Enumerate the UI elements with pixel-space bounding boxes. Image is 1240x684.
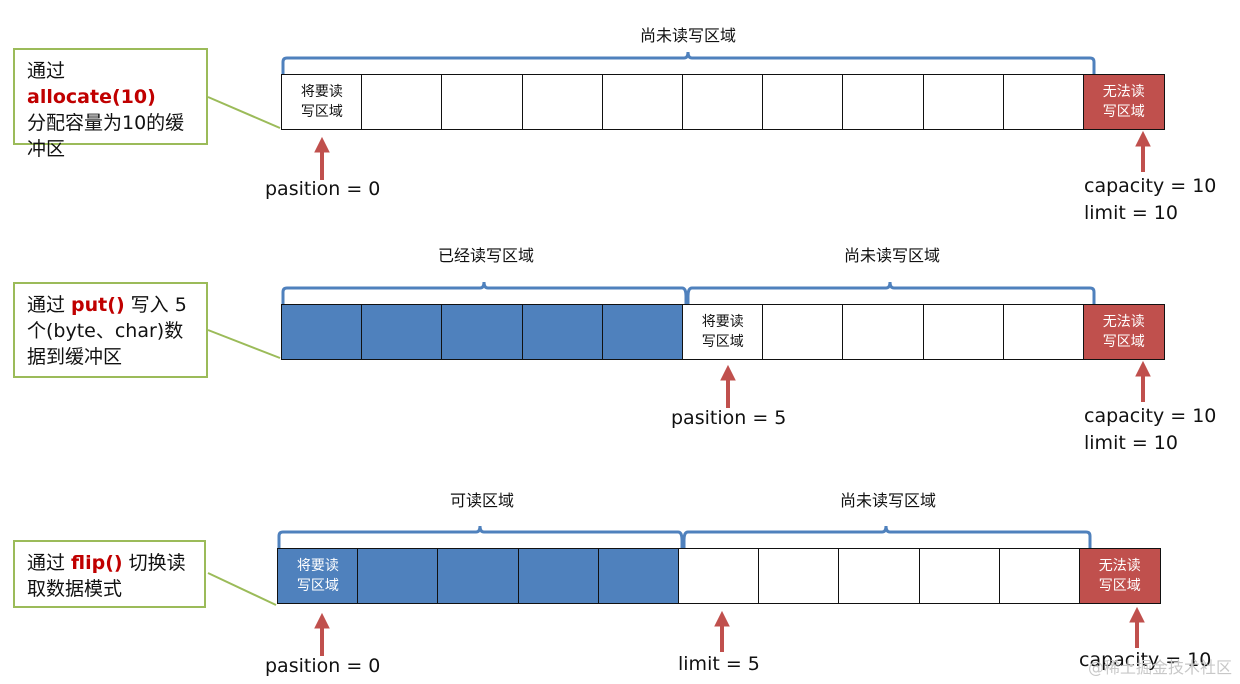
marker-arrow-head	[314, 136, 330, 153]
buffer-row-2: 将要读写区域 无法读写区域	[281, 304, 1165, 360]
buffer-cell: 将要读写区域	[681, 304, 764, 360]
region-brace	[686, 281, 1096, 304]
region-label: 尚未读写区域	[843, 246, 941, 265]
buffer-cell	[762, 74, 844, 130]
region-label: 尚未读写区域	[639, 26, 737, 45]
note-suffix: 写入 5个(byte、char)数据到缓冲区	[27, 294, 187, 368]
buffer-cell	[357, 548, 439, 604]
buffer-cell	[758, 548, 840, 604]
position-marker-label: pasition = 5	[671, 407, 787, 429]
limit-marker-label: limit = 5	[678, 653, 760, 675]
note-connector	[207, 572, 277, 606]
note-prefix: 通过	[27, 552, 72, 574]
buffer-row-3: 将要读写区域 无法读写区域	[277, 548, 1161, 604]
region-brace	[277, 525, 684, 548]
buffer-cell	[1002, 304, 1085, 360]
region-brace	[281, 51, 1096, 74]
note-suffix: 分配容量为10的缓冲区	[27, 112, 185, 160]
step-note-flip: 通过 flip() 切换读取数据模式	[13, 540, 206, 608]
note-connector	[207, 329, 281, 359]
buffer-cell	[838, 548, 920, 604]
buffer-cell	[517, 548, 600, 604]
buffer-cell	[922, 304, 1005, 360]
marker-arrow-head	[714, 610, 730, 627]
region-brace	[281, 281, 688, 304]
region-label: 已经读写区域	[437, 246, 535, 265]
buffer-cell	[1002, 74, 1085, 130]
buffer-cell	[918, 548, 1001, 604]
marker-arrow-head	[720, 364, 736, 381]
buffer-cell	[597, 548, 680, 604]
buffer-cell	[998, 548, 1081, 604]
note-prefix: 通过	[27, 294, 72, 316]
marker-arrow-head	[314, 612, 330, 629]
marker-arrow-head	[1129, 606, 1145, 623]
note-prefix: 通过	[27, 60, 66, 82]
position-marker-label: pasition = 0	[265, 178, 381, 200]
watermark: @稀土掘金技术社区	[1087, 658, 1232, 677]
step-note-allocate: 通过 allocate(10) 分配容量为10的缓冲区	[13, 48, 208, 160]
buffer-cell	[361, 304, 443, 360]
marker-arrow-head	[1135, 130, 1151, 147]
buffer-cell	[601, 74, 684, 130]
buffer-cell	[441, 304, 524, 360]
note-keyword: flip()	[71, 552, 123, 574]
capacity-marker-label: capacity = 10	[1079, 649, 1212, 671]
buffer-cell	[521, 74, 604, 130]
buffer-cell	[677, 548, 760, 604]
buffer-cell	[601, 304, 684, 360]
capacity-limit-label: capacity = 10 limit = 10	[1084, 175, 1217, 224]
buffer-cell-unavailable: 无法读写区域	[1082, 74, 1165, 130]
buffer-cell	[437, 548, 520, 604]
buffer-cell	[281, 304, 363, 360]
buffer-cell-unavailable: 无法读写区域	[1078, 548, 1161, 604]
note-suffix: 切换读取数据模式	[27, 552, 186, 600]
note-keyword: put()	[71, 294, 125, 316]
buffer-cell	[361, 74, 443, 130]
buffer-cell	[521, 304, 604, 360]
buffer-cell	[681, 74, 764, 130]
region-label: 可读区域	[449, 491, 515, 510]
note-keyword: allocate(10)	[27, 86, 156, 108]
buffer-cell: 将要读写区域	[281, 74, 363, 130]
region-label: 尚未读写区域	[839, 491, 937, 510]
buffer-cell	[842, 304, 924, 360]
capacity-limit-label: capacity = 10 limit = 10	[1084, 405, 1217, 454]
step-note-put: 通过 put() 写入 5个(byte、char)数据到缓冲区	[13, 282, 208, 378]
buffer-cell-unavailable: 无法读写区域	[1082, 304, 1165, 360]
buffer-cell: 将要读写区域	[277, 548, 359, 604]
buffer-cell	[762, 304, 844, 360]
position-marker-label: pasition = 0	[265, 655, 381, 677]
buffer-cell	[441, 74, 524, 130]
marker-arrow-head	[1135, 360, 1151, 377]
note-connector	[207, 96, 281, 129]
buffer-cell	[922, 74, 1005, 130]
region-brace	[682, 525, 1092, 548]
buffer-row-1: 将要读写区域 无法读写区域	[281, 74, 1165, 130]
buffer-cell	[842, 74, 924, 130]
